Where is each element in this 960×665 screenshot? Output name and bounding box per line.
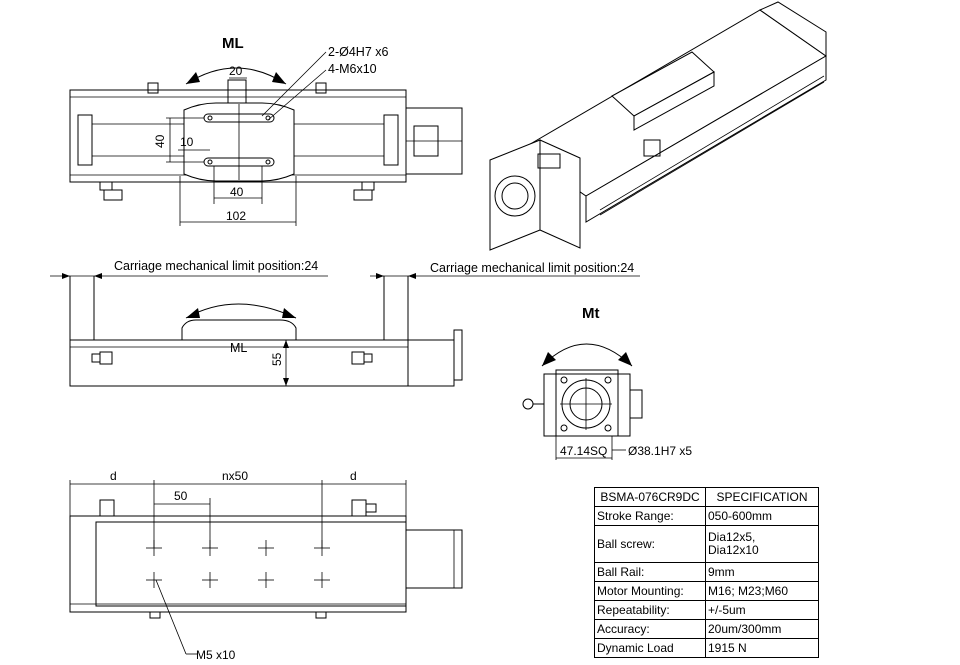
spec-value-line2: Dia12x10 xyxy=(708,543,759,557)
spec-value: 20um/300mm xyxy=(705,619,819,639)
spec-label: Motor Mounting: xyxy=(594,581,706,601)
spec-row: Stroke Range: 050-600mm xyxy=(594,506,819,526)
spec-label: Stroke Range: xyxy=(594,506,706,526)
limit-label-right: Carriage mechanical limit position:24 xyxy=(430,261,634,275)
side-moment-label: ML xyxy=(230,341,247,355)
dim-102: 102 xyxy=(226,209,246,223)
spec-label: Accuracy: xyxy=(594,619,706,639)
dim-20: 20 xyxy=(229,64,243,78)
spec-value: 050-600mm xyxy=(705,506,819,526)
dim-40-vertical: 40 xyxy=(153,134,167,148)
limit-label-left: Carriage mechanical limit position:24 xyxy=(114,259,318,273)
spec-row: Motor Mounting: M16; M23;M60 xyxy=(594,581,819,601)
spec-header-row: BSMA-076CR9DC SPECIFICATION xyxy=(594,487,819,507)
top-moment-label: ML xyxy=(222,35,244,52)
spec-row: Ball Rail: 9mm xyxy=(594,562,819,582)
spec-value-line1: Dia12x5, xyxy=(708,530,756,544)
spec-value: 9mm xyxy=(705,562,819,582)
side-view: Carriage mechanical limit position:24 Ca… xyxy=(50,259,640,387)
spec-value: M16; M23;M60 xyxy=(705,581,819,601)
dim-55: 55 xyxy=(270,352,284,366)
bottom-view: d nx50 d 50 M5 x10 xyxy=(69,469,463,662)
spec-value: 1915 N xyxy=(705,638,819,658)
dim-d-right: d xyxy=(350,469,357,483)
dim-square: 47.14SQ xyxy=(560,444,607,458)
end-view: Mt 47.14SQ Ø38.1H7 x5 xyxy=(522,305,692,460)
spec-row: Dynamic Load 1915 N xyxy=(594,638,819,658)
isometric-view xyxy=(489,1,827,251)
spec-label: Dynamic Load xyxy=(594,638,706,658)
dim-10: 10 xyxy=(180,135,194,149)
spec-label: Ball Rail: xyxy=(594,562,706,582)
dim-50: 50 xyxy=(174,489,188,503)
spec-model: BSMA-076CR9DC xyxy=(594,487,706,507)
spec-row: Accuracy: 20um/300mm xyxy=(594,619,819,639)
spec-label: Ball screw: xyxy=(594,525,706,563)
top-view: ML 2-Ø4H7 x6 4-M6x10 20 40 10 40 102 xyxy=(69,35,463,226)
dim-d-left: d xyxy=(110,469,117,483)
callout-dowel-holes: 2-Ø4H7 x6 xyxy=(328,45,388,59)
dim-40-horizontal: 40 xyxy=(230,185,244,199)
spec-value: Dia12x5,Dia12x10 xyxy=(705,525,819,563)
spec-value: +/-5um xyxy=(705,600,819,620)
spec-row: Ball screw: Dia12x5,Dia12x10 xyxy=(594,525,819,563)
callout-tapped-holes: 4-M6x10 xyxy=(328,62,377,76)
end-moment-label: Mt xyxy=(582,305,600,322)
specification-table: BSMA-076CR9DC SPECIFICATION Stroke Range… xyxy=(594,487,819,658)
spec-title: SPECIFICATION xyxy=(705,487,819,507)
callout-m5: M5 x10 xyxy=(196,648,236,662)
dim-n-times-50: nx50 xyxy=(222,469,248,483)
dim-bore: Ø38.1H7 x5 xyxy=(628,444,692,458)
spec-row: Repeatability: +/-5um xyxy=(594,600,819,620)
spec-label: Repeatability: xyxy=(594,600,706,620)
